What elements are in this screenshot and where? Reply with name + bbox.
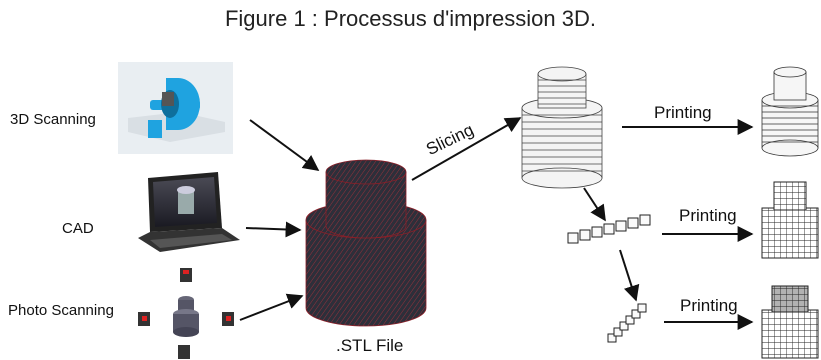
label-printing-1: Printing <box>654 103 712 122</box>
voxel-diagonal <box>607 303 647 343</box>
label-printing-2: Printing <box>679 206 737 225</box>
arrow-cad-to-stl <box>245 221 302 238</box>
figure-caption: Figure 1 : Processus d'impression 3D. <box>224 6 596 31</box>
printed-voxel-a <box>761 181 819 259</box>
arrow-slice-down-2 <box>619 249 640 302</box>
label-cad: CAD <box>62 220 94 237</box>
label-3d-scanning: 3D Scanning <box>10 111 96 128</box>
scanner-image <box>118 62 233 154</box>
printed-layered <box>761 66 819 157</box>
arrow-scan-to-stl <box>249 119 320 171</box>
stl-model <box>305 159 427 327</box>
label-printing-3: Printing <box>680 296 738 315</box>
arrow-photo-to-stl <box>239 293 304 321</box>
laptop-image <box>138 172 240 252</box>
printed-voxel-b <box>761 285 819 359</box>
arrow-slice-down-1 <box>583 187 606 222</box>
label-stl-file: .STL File <box>336 336 404 355</box>
voxel-row <box>567 214 651 244</box>
photo-scan-image <box>138 268 234 359</box>
arrows <box>239 117 754 330</box>
arrow-slicing <box>411 117 522 181</box>
label-photo-scanning: Photo Scanning <box>8 302 114 319</box>
sliced-model <box>521 66 603 189</box>
